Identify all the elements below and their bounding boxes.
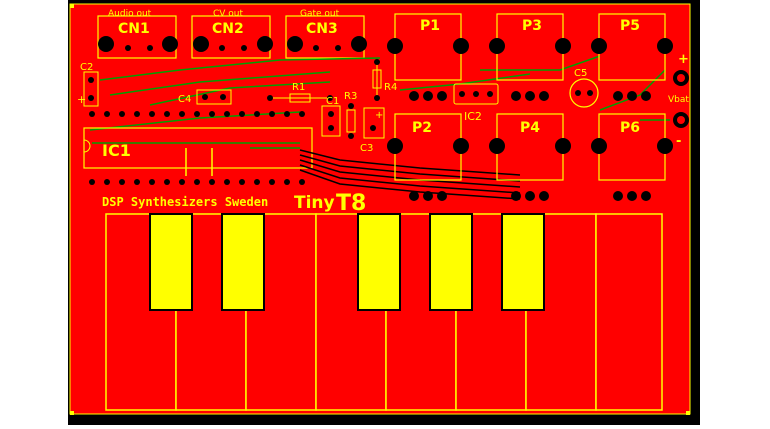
corner-marker <box>70 4 74 8</box>
pot-p3[interactable]: P3 <box>489 13 571 101</box>
white-key[interactable] <box>595 213 663 411</box>
keyboard <box>105 213 663 411</box>
chip-ic1[interactable]: IC1 <box>83 127 313 176</box>
resistor-r4[interactable]: R4 <box>372 59 397 101</box>
corner-marker <box>686 411 690 415</box>
resistor-r1[interactable]: R1 <box>267 82 333 103</box>
black-key[interactable] <box>501 213 545 311</box>
pot-p4[interactable]: P4 <box>489 113 571 201</box>
component-ref: R3 <box>344 91 357 102</box>
component-ref: C1 <box>326 96 339 107</box>
capacitor-c2[interactable]: C2 + <box>77 62 99 107</box>
pot-p5[interactable]: P5 <box>591 13 673 101</box>
component-ref: C3 <box>360 143 373 154</box>
pot-p2[interactable]: P2 <box>387 113 469 201</box>
component-ref: IC2 <box>464 110 482 123</box>
pot-p6[interactable]: P6 <box>591 113 673 201</box>
pot-label: P1 <box>420 18 440 34</box>
component-ref: C5 <box>574 68 587 79</box>
connector-caption: Audio out <box>108 9 152 19</box>
component-ref: C2 <box>80 62 93 73</box>
pad-row-lower <box>89 179 305 185</box>
capacitor-c1[interactable]: C1 <box>321 96 341 137</box>
component-ref: IC1 <box>102 141 131 160</box>
capacitor-c4[interactable]: C4 <box>178 89 232 105</box>
connector-cn1[interactable]: Audio out CN1 <box>97 9 178 59</box>
board-outline <box>69 3 691 415</box>
power-plus: + <box>678 52 689 67</box>
pot-label: P6 <box>620 120 640 136</box>
brand-text: DSP Synthesizers Sweden <box>102 195 268 209</box>
connector-caption: CV out <box>213 9 244 19</box>
connector-ref: CN2 <box>212 21 244 37</box>
pot-label: P2 <box>412 120 432 136</box>
product-suffix: T8 <box>336 191 366 216</box>
black-key[interactable] <box>149 213 193 311</box>
product-name: Tiny <box>294 193 335 213</box>
pad-row-upper <box>89 111 305 117</box>
power-label: Vbat <box>668 95 689 105</box>
svg-text:+: + <box>77 93 86 106</box>
black-key[interactable] <box>429 213 473 311</box>
pot-label: P5 <box>620 18 640 34</box>
battery-terminals[interactable]: + Vbat - <box>668 52 689 149</box>
component-ref: R1 <box>292 82 305 93</box>
power-minus: - <box>676 134 681 149</box>
corner-marker <box>70 411 74 415</box>
pot-label: P3 <box>522 18 542 34</box>
black-key[interactable] <box>221 213 265 311</box>
trace-bundle <box>299 149 521 200</box>
connector-ref: CN1 <box>118 21 150 37</box>
connector-ref: CN3 <box>306 21 338 37</box>
component-ref: C4 <box>178 94 191 105</box>
black-key[interactable] <box>357 213 401 311</box>
svg-text:+: + <box>375 110 383 121</box>
connector-cn2[interactable]: CV out CN2 <box>191 9 273 59</box>
resistor-r3[interactable]: R3 <box>344 91 357 139</box>
pot-p1[interactable]: P1 <box>387 13 469 101</box>
connector-caption: Gate out <box>300 9 340 19</box>
component-ref: R4 <box>384 82 397 93</box>
chip-ic2[interactable]: IC2 <box>453 83 499 123</box>
capacitor-c3[interactable]: C3 + <box>360 107 385 154</box>
pot-label: P4 <box>520 120 540 136</box>
connector-cn3[interactable]: Gate out CN3 <box>285 9 367 59</box>
capacitor-c5[interactable]: C5 <box>569 68 599 108</box>
